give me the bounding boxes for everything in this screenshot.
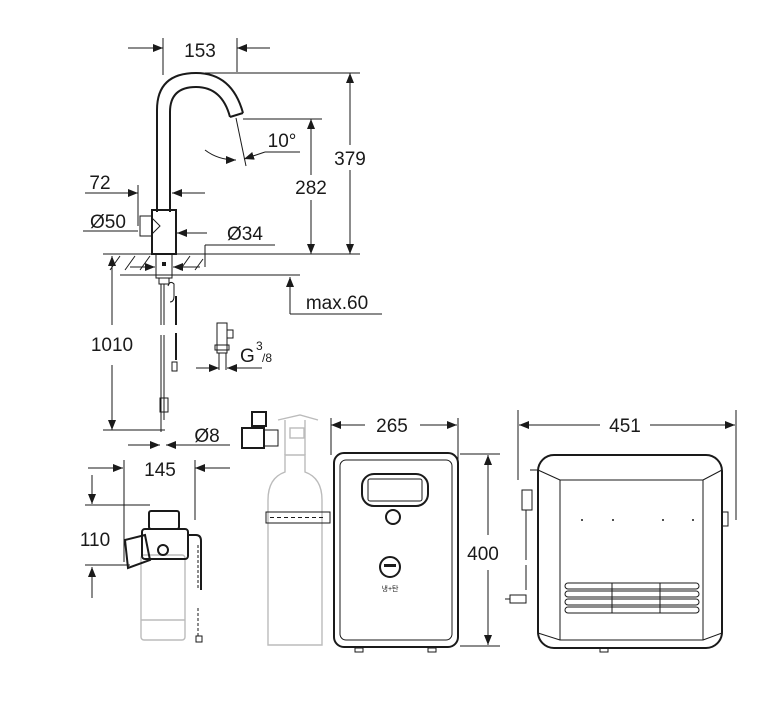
- dim-total-height: 379: [334, 149, 366, 170]
- dim-hose-diameter: Ø8: [194, 426, 219, 447]
- dim-thread-numerator: 3: [256, 339, 263, 353]
- dim-thread-denominator: /8: [262, 351, 272, 365]
- dim-outlet-height: 282: [295, 178, 327, 199]
- chiller-logo-label: 냉+탄: [382, 584, 400, 593]
- filter-drawing: [123, 510, 203, 643]
- chiller-front-drawing: 냉+탄: [333, 452, 459, 653]
- dim-shank-diameter: Ø34: [227, 224, 263, 245]
- co2-bottle-drawing: [241, 411, 331, 646]
- dim-chiller-width: 451: [609, 416, 641, 437]
- dim-chiller-depth: 265: [376, 416, 408, 437]
- dim-hose-length: 1010: [91, 335, 133, 356]
- filter-dimensions: 145 110: [80, 460, 230, 598]
- faucet-dimensions: 153 379 282 10° 72 Ø50 Ø34 max.60 1010: [83, 38, 382, 449]
- dim-spout-angle: 10°: [268, 131, 297, 152]
- chiller-side-dimensions: 451: [517, 410, 737, 520]
- dim-thread-g: G: [240, 346, 255, 367]
- chiller-front-dimensions: 265 400: [330, 416, 500, 647]
- dim-spout-width: 153: [184, 41, 216, 62]
- dim-filter-height: 110: [80, 530, 110, 551]
- dim-filter-width: 145: [144, 460, 176, 481]
- dim-body-diameter: Ø50: [90, 212, 126, 233]
- faucet-drawing: [103, 71, 360, 432]
- dim-max-counter: max.60: [306, 293, 368, 314]
- brand-logo: [379, 556, 401, 578]
- dim-chiller-height: 400: [467, 544, 499, 565]
- chiller-side-drawing: [505, 454, 729, 653]
- dim-lever-reach: 72: [89, 173, 110, 194]
